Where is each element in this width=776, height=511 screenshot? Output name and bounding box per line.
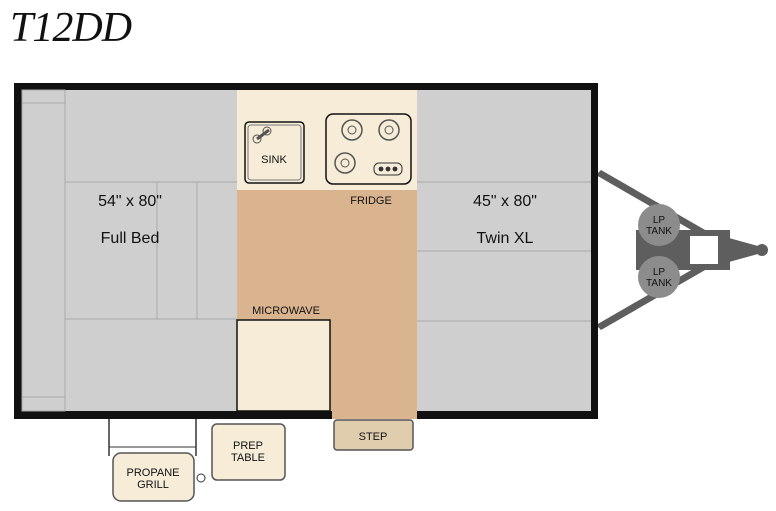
- hitch-ball-icon: [756, 244, 768, 256]
- floorplan-title: T12DD: [10, 5, 132, 51]
- full-bed-size: 54" x 80": [98, 193, 162, 210]
- burner-icon: [341, 119, 363, 141]
- stovetop: [325, 113, 412, 185]
- twin-bed: 45" x 80" Twin XL: [417, 90, 591, 411]
- prep-table: PREP TABLE: [211, 423, 286, 481]
- step-label: STEP: [359, 431, 388, 443]
- lp-tank-label-line2: TANK: [646, 278, 672, 289]
- grill-knob-icon: [196, 473, 206, 483]
- propane-grill-label-line1: PROPANE: [127, 467, 180, 479]
- prep-table-label-line2: TABLE: [231, 452, 265, 464]
- burner-icon: [378, 119, 400, 141]
- microwave-cabinet: MICROWAVE: [236, 305, 331, 412]
- lp-tank-label-line1: LP: [653, 215, 666, 226]
- sink-label: SINK: [261, 154, 287, 166]
- sink: SINK: [244, 121, 305, 184]
- lp-tank-label-line1: LP: [653, 267, 666, 278]
- lp-tank-bottom: LP TANK: [638, 256, 680, 298]
- burner-icon: [334, 152, 356, 174]
- twin-bed-size: 45" x 80": [473, 193, 537, 210]
- stove-knobs-icon: [373, 162, 403, 176]
- twin-bed-name: Twin XL: [477, 230, 534, 247]
- propane-grill: PROPANE GRILL: [108, 419, 206, 502]
- full-bed-name: Full Bed: [101, 230, 160, 247]
- faucet-icon: [252, 126, 272, 144]
- full-bed: 54" x 80" Full Bed: [21, 89, 237, 412]
- lp-tank-label-line2: TANK: [646, 226, 672, 237]
- trailer-hitch: [596, 170, 768, 330]
- propane-grill-label-line2: GRILL: [137, 479, 169, 491]
- microwave-label: MICROWAVE: [252, 305, 320, 317]
- lp-tank-top: LP TANK: [638, 204, 680, 246]
- prep-table-label-line1: PREP: [233, 440, 263, 452]
- entry-step: STEP: [333, 419, 414, 451]
- entry-door-gap: [332, 411, 417, 419]
- fridge-label: FRIDGE: [350, 195, 392, 207]
